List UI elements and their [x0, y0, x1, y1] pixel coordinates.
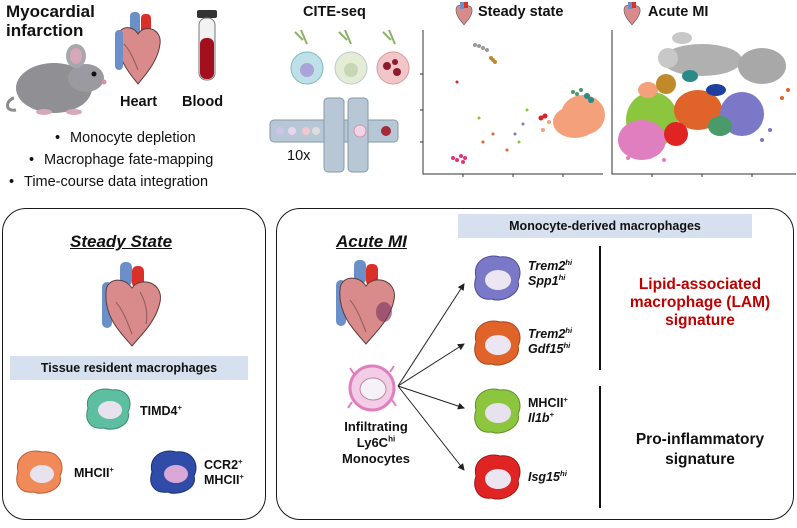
- monocyte-label: Infiltrating Ly6Chi Monocytes: [336, 419, 416, 467]
- isg15-macrophage-icon: [474, 454, 521, 500]
- trem2-a-sup: hi: [565, 257, 573, 267]
- monocyte-line1: Infiltrating: [344, 419, 408, 434]
- heart-icon: [115, 12, 161, 85]
- bullet-macrophage-fate-mapping: Macrophage fate-mapping: [29, 152, 213, 168]
- trem2-b-sup: hi: [565, 325, 573, 335]
- mhcii2-name: MHCII: [204, 473, 240, 487]
- bullet-monocyte-depletion: Monocyte depletion: [55, 130, 196, 146]
- mi-title-line2: infarction: [6, 21, 84, 40]
- microfluidic-chip-icon: [269, 97, 399, 173]
- ccr2-line: CCR2+: [204, 456, 244, 473]
- umap-acute-mi-heart-icon: [623, 2, 641, 26]
- mhcii-il1b-line1: MHCII+: [528, 394, 568, 411]
- mhcii-label: MHCII+: [74, 464, 114, 481]
- timd4-label: TIMD4+: [140, 402, 183, 419]
- mi-title: Myocardial infarction: [6, 2, 95, 40]
- trem2-spp1-label: Trem2hi Spp1hi: [528, 257, 573, 289]
- blood-label: Blood: [182, 94, 224, 110]
- timd4-label-sup: +: [177, 402, 183, 412]
- trem2-spp1-line1: Trem2hi: [528, 257, 573, 274]
- lam-signature: Lipid-associated macrophage (LAM) signat…: [612, 276, 788, 330]
- trem2-gdf15-macrophage-icon: [474, 320, 521, 366]
- proinflam-line1: Pro-inflammatory: [635, 431, 765, 448]
- mhcii-il1b-line2: Il1b+: [528, 409, 568, 426]
- arrow-to-trem2-gdf15: [397, 343, 465, 387]
- trem2-spp1-macrophage-icon: [474, 255, 521, 301]
- blood-tube-icon: [197, 10, 217, 81]
- il1b-name: Il1b: [528, 411, 550, 425]
- ly6c-monocyte-icon: [347, 364, 397, 412]
- steady-state-heart-icon: [455, 2, 473, 26]
- ccr2-mhcii-label: CCR2+ MHCII+: [204, 456, 244, 488]
- acute-mi-heart-icon: [336, 260, 395, 345]
- trem2-gdf15-line1: Trem2hi: [528, 325, 573, 342]
- mouse-icon: [6, 44, 107, 115]
- umap-acute-mi: [611, 30, 796, 177]
- lam-line3: signature: [665, 312, 735, 329]
- spp1-name: Spp1: [528, 274, 559, 288]
- heart-label: Heart: [120, 94, 158, 110]
- mhcii-macrophage-icon: [16, 450, 63, 494]
- mhcii-il1b-label: MHCII+ Il1b+: [528, 394, 568, 426]
- trem2-a-name: Trem2: [528, 259, 566, 273]
- umap-mi-title: Acute MI: [648, 4, 709, 20]
- trem2-spp1-line2: Spp1hi: [528, 272, 572, 289]
- isg15-label: Isg15hi: [528, 468, 567, 485]
- steady-heart-icon: [102, 262, 161, 347]
- timd4-macrophage-icon: [86, 388, 131, 430]
- chip-label: 10x: [287, 148, 311, 164]
- ccr2-sup: +: [238, 456, 243, 466]
- acute-mi-title: Acute MI: [336, 232, 407, 251]
- lam-line2: macrophage (LAM): [629, 294, 771, 311]
- gdf15-sup: hi: [563, 340, 571, 350]
- ly6c-sup: hi: [388, 434, 396, 444]
- trem2-b-name: Trem2: [528, 327, 566, 341]
- monocyte-line3: Monocytes: [342, 451, 410, 466]
- acute-mi-panel: [276, 208, 794, 520]
- isg15-sup: hi: [559, 468, 567, 478]
- arrow-to-trem2-spp1: [397, 283, 465, 387]
- bullet-time-course: Time-course data integration: [9, 174, 208, 190]
- mi-title-line1: Myocardial: [6, 2, 95, 21]
- ccr2-name: CCR2: [204, 458, 239, 472]
- monocyte-derived-bar: Monocyte-derived macrophages: [458, 214, 752, 238]
- mhcii-line: MHCII+: [204, 471, 244, 488]
- umap-steady-title: Steady state: [478, 4, 564, 20]
- steady-state-title: Steady State: [70, 232, 173, 251]
- monocyte-line2: Ly6Chi: [336, 435, 416, 451]
- ccr2-mhcii-macrophage-icon: [150, 450, 197, 494]
- cite-seq-cells-icon: [290, 29, 410, 85]
- arrow-to-mhcii-il1b: [397, 385, 465, 410]
- arrow-to-isg15: [397, 385, 465, 471]
- trem2-gdf15-line2: Gdf15hi: [528, 340, 572, 357]
- mhcii3-name: MHCII: [528, 396, 564, 410]
- umap-steady-state: [420, 30, 605, 177]
- mhcii2-sup: +: [239, 471, 244, 481]
- trem2-gdf15-label: Trem2hi Gdf15hi: [528, 325, 573, 357]
- gdf15-name: Gdf15: [528, 342, 564, 356]
- mhcii-il1b-macrophage-icon: [474, 388, 521, 434]
- timd4-label-name: TIMD4: [140, 404, 178, 418]
- proinflammatory-signature: Pro-inflammatory signature: [612, 430, 788, 470]
- spp1-sup: hi: [558, 272, 566, 282]
- tissue-resident-bar: Tissue resident macrophages: [10, 356, 248, 380]
- il1b-sup: +: [549, 409, 555, 419]
- mhcii-label-sup: +: [109, 464, 114, 474]
- mhcii-label-name: MHCII: [74, 466, 110, 480]
- lam-line1: Lipid-associated: [638, 276, 762, 293]
- isg15-name: Isg15: [528, 470, 560, 484]
- cite-seq-title: CITE-seq: [303, 4, 366, 20]
- ly6c-name: Ly6C: [356, 435, 389, 450]
- proinflam-line2: signature: [665, 451, 735, 468]
- mhcii3-sup: +: [563, 394, 568, 404]
